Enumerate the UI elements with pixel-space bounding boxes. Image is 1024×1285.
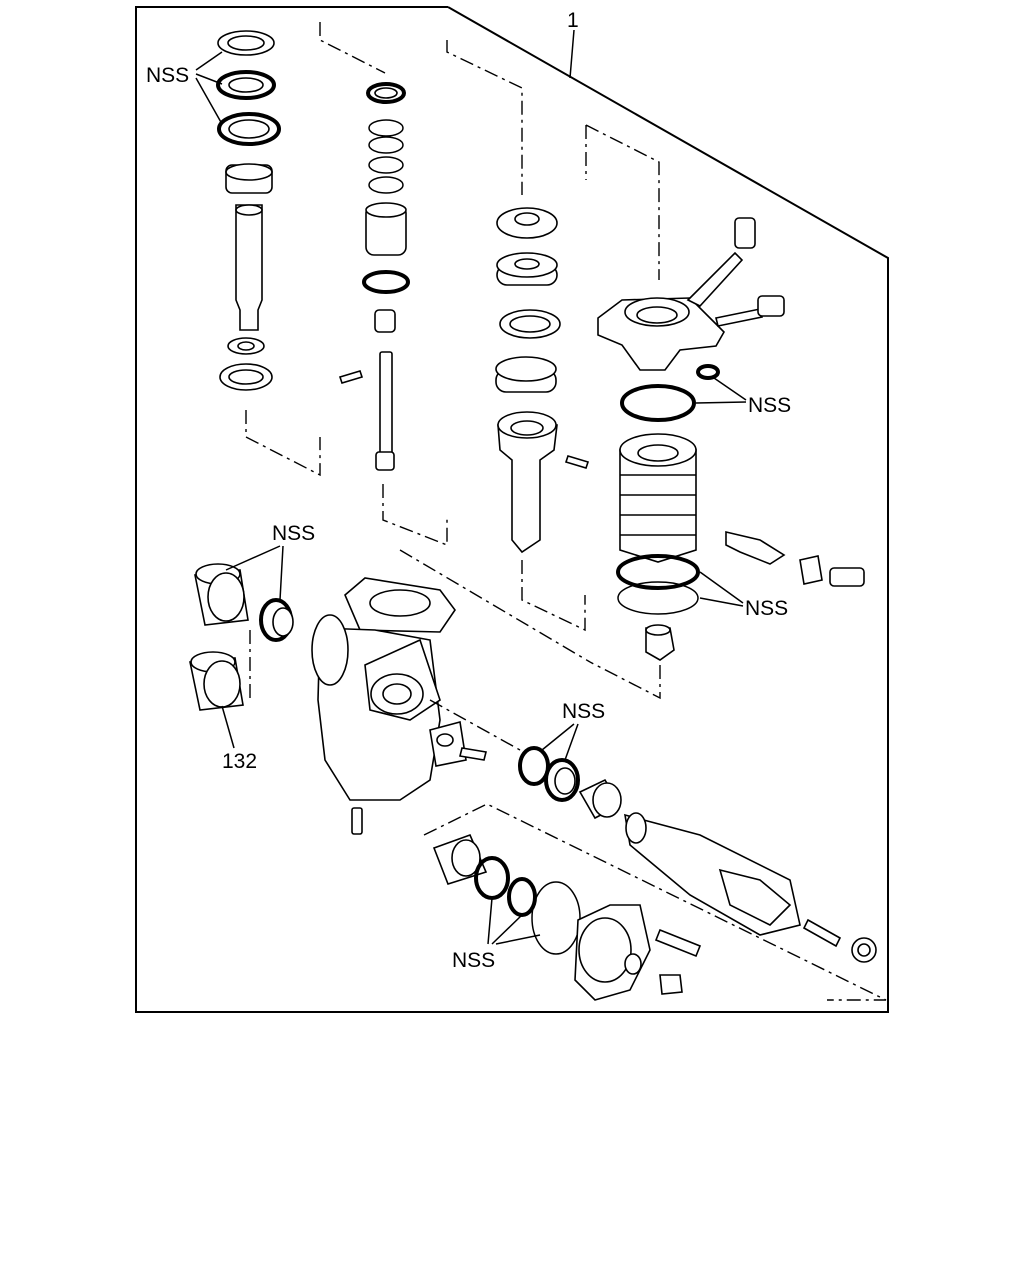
label-part-132: 132 — [222, 750, 257, 773]
column-3-parts — [495, 207, 590, 554]
column-1-parts — [216, 30, 281, 391]
label-item-1: 1 — [567, 9, 579, 32]
nss-label-3: NSS — [745, 597, 788, 620]
sector-shaft-parts — [518, 746, 877, 963]
leader-item-1 — [569, 29, 575, 79]
diagram-frame — [135, 6, 889, 1013]
gear-housing — [311, 577, 487, 835]
nss-label-5: NSS — [562, 700, 605, 723]
nss-label-4: NSS — [272, 522, 315, 545]
left-seal-parts — [189, 563, 294, 711]
column-2-parts — [338, 82, 410, 471]
column-4-parts — [597, 217, 865, 661]
nss-label-1: NSS — [146, 64, 189, 87]
nss-label-6: NSS — [452, 949, 495, 972]
side-cover-parts — [432, 833, 702, 1001]
nss-label-2: NSS — [748, 394, 791, 417]
